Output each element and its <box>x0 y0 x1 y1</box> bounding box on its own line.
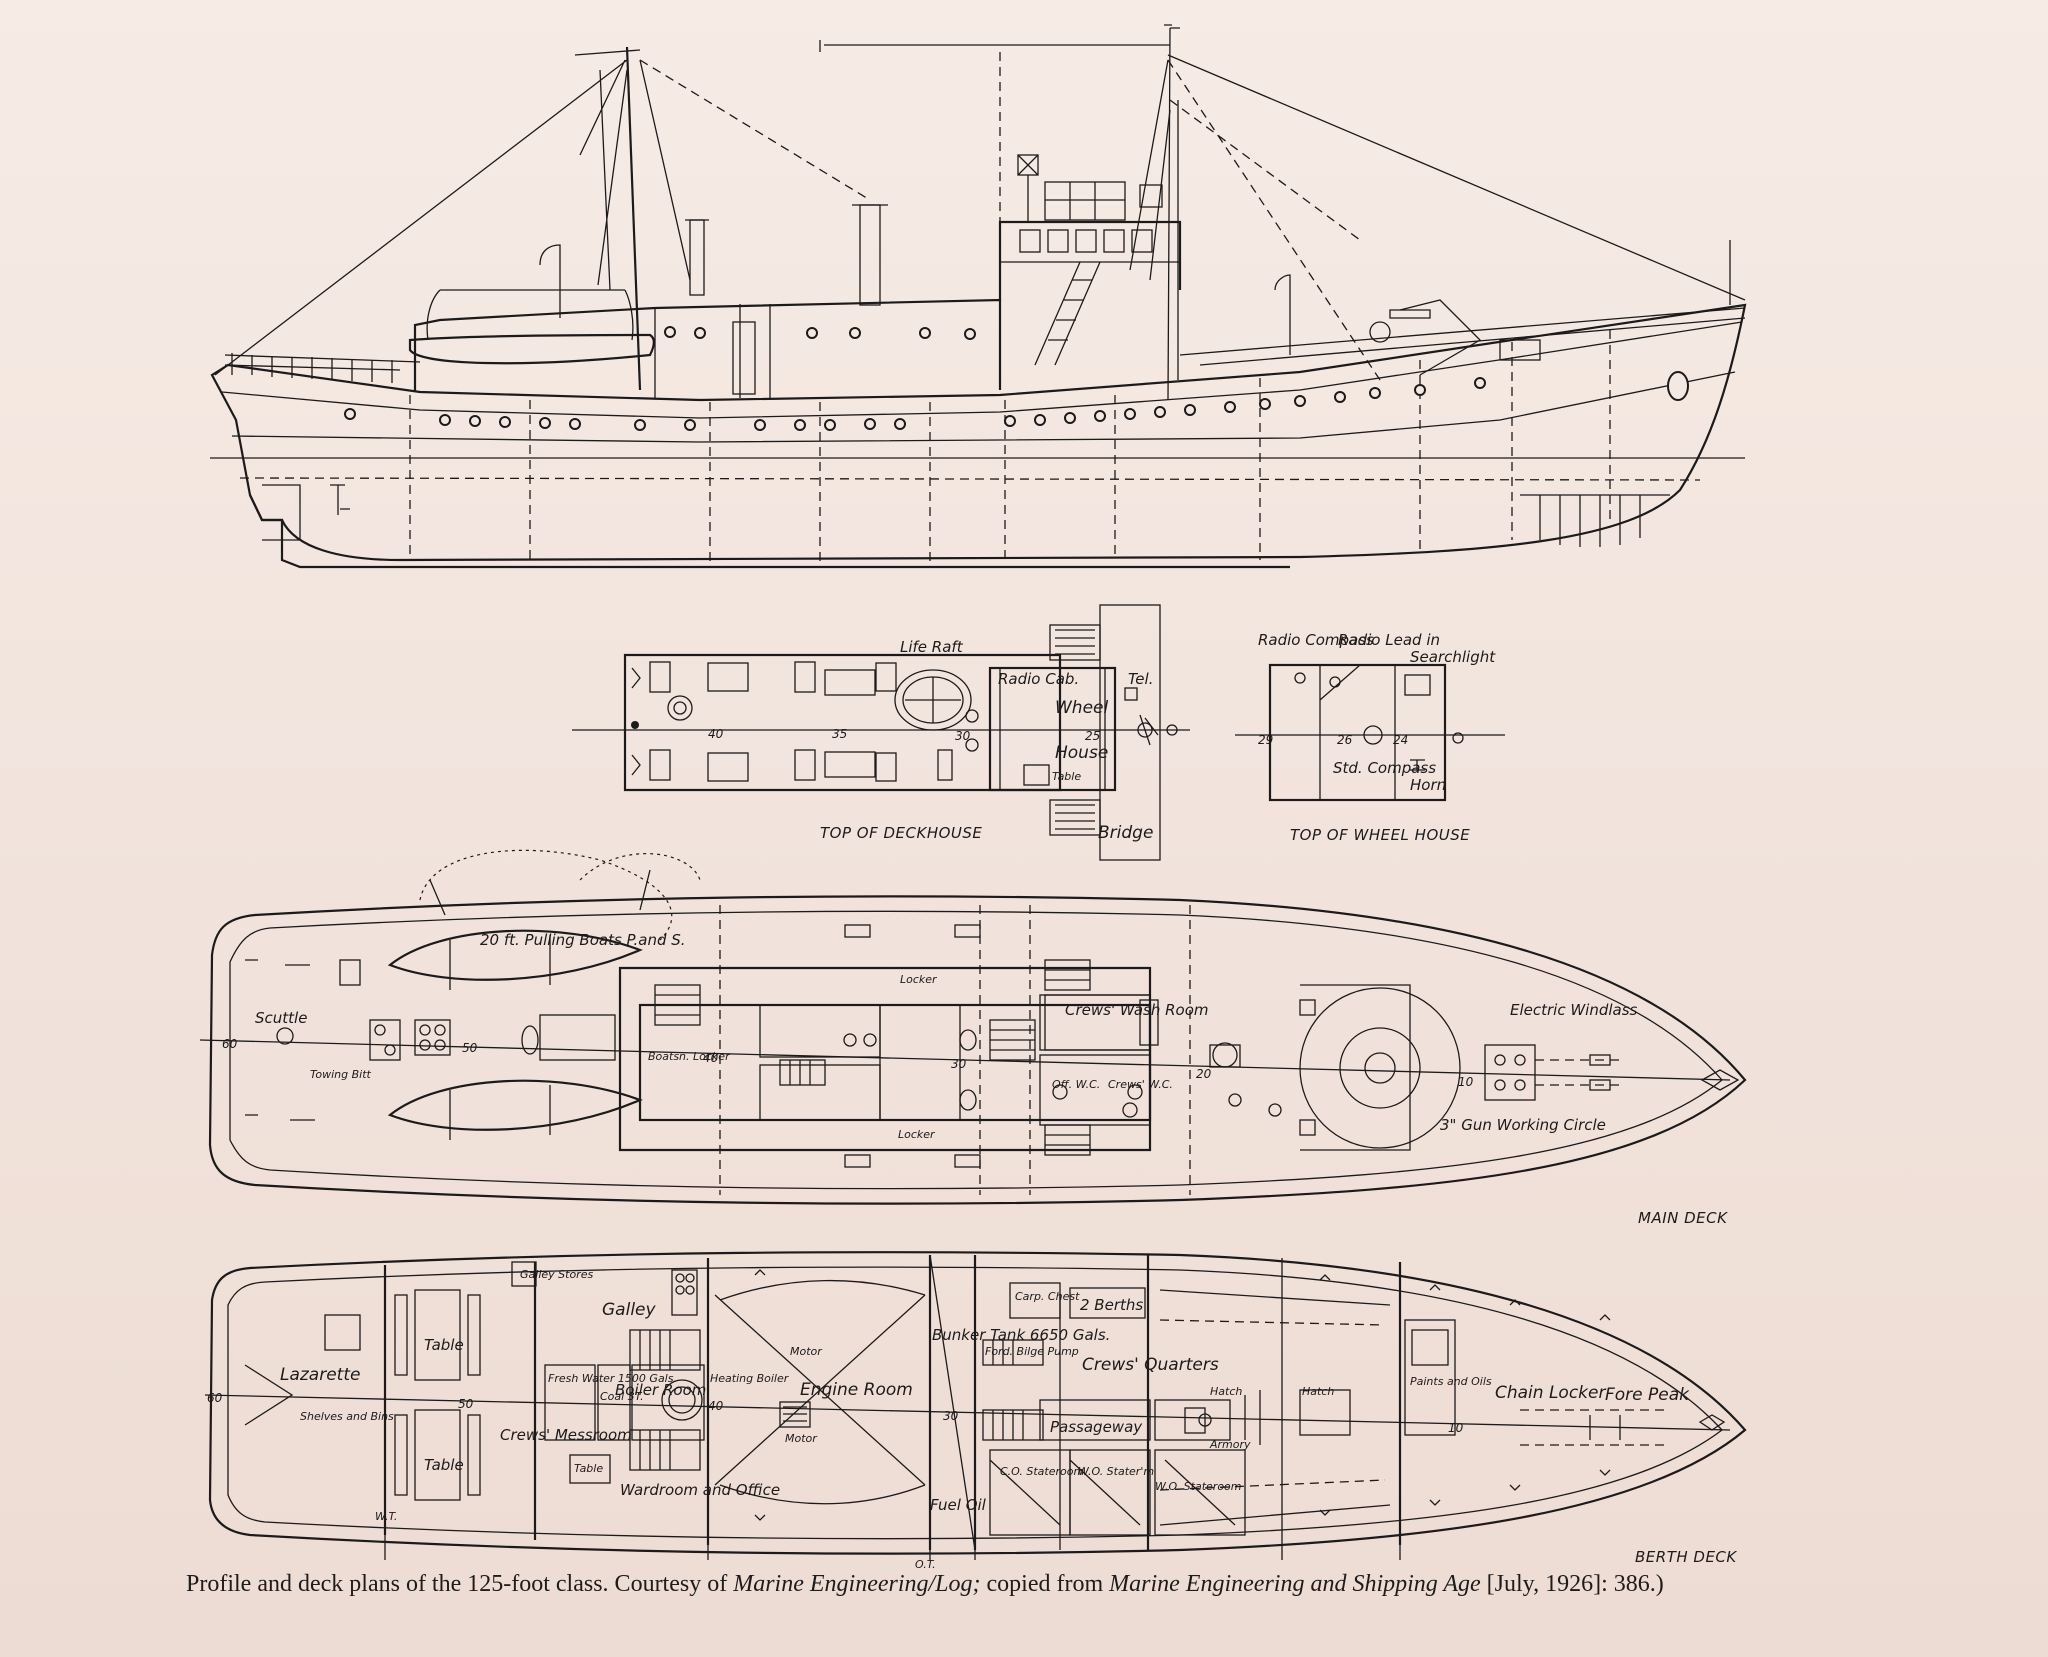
frame-35: 35 <box>832 727 847 741</box>
frame-50-berth: 50 <box>458 1397 474 1411</box>
frame-10-main: 10 <box>1458 1075 1474 1089</box>
boiler-room-label: Boiler Room <box>615 1381 706 1399</box>
motor-a-label: Motor <box>790 1345 823 1358</box>
berth-deck-plan: 60 50 40 30 10 Galley Stores Galley Laza… <box>204 1251 1747 1571</box>
frame-10-berth: 10 <box>1448 1421 1464 1435</box>
top-of-wheel-house-plan: 29 26 24 Radio Compass Radio Lead in Sea… <box>1235 631 1505 844</box>
frame-60-berth: 60 <box>207 1391 223 1405</box>
crews-messroom-label: Crews' Messroom <box>500 1426 632 1444</box>
crews-quarters-label: Crews' Quarters <box>1082 1355 1219 1375</box>
lazarette-label: Lazarette <box>280 1365 360 1385</box>
fuel-oil-label: Fuel Oil <box>930 1496 987 1514</box>
main-deck-title: MAIN DECK <box>1638 1209 1728 1227</box>
frame-60-main: 60 <box>222 1037 238 1051</box>
std-compass-label: Std. Compass <box>1333 759 1436 777</box>
frame-30-main: 30 <box>951 1057 967 1071</box>
crews-wc-label: Crews' W.C. <box>1108 1078 1173 1091</box>
frame-25: 25 <box>1085 729 1100 743</box>
top-of-deckhouse-title: TOP OF DECKHOUSE <box>820 824 982 842</box>
pulling-boats-label: 20 ft. Pulling Boats P.and S. <box>480 931 686 949</box>
searchlight-label: Searchlight <box>1410 648 1496 666</box>
two-berths-label: 2 Berths <box>1080 1296 1143 1314</box>
ot-label: O.T. <box>915 1558 936 1571</box>
chain-locker-label: Chain Locker <box>1495 1383 1606 1403</box>
carp-chest-label: Carp. Chest <box>1015 1290 1080 1303</box>
passageway-label: Passageway <box>1050 1418 1143 1436</box>
caption-text-3: [July, 1926]: 386.) <box>1480 1571 1664 1597</box>
bilge-pump-label: Ford. Bilge Pump <box>985 1345 1079 1358</box>
tel-label: Tel. <box>1128 670 1153 688</box>
galley-label: Galley <box>602 1300 656 1320</box>
electric-windlass-label: Electric Windlass <box>1510 1001 1638 1019</box>
table-label: Table <box>1052 770 1081 783</box>
frame-29: 29 <box>1258 733 1273 747</box>
frame-50-main: 50 <box>462 1041 478 1055</box>
fore-peak-label: Fore Peak <box>1605 1385 1690 1405</box>
hatch-b-label: Hatch <box>1302 1385 1334 1398</box>
life-raft-label: Life Raft <box>900 638 964 656</box>
frame-24: 24 <box>1393 733 1408 747</box>
hatch-a-label: Hatch <box>1210 1385 1242 1398</box>
wo-stateroom-b-label: W.O. Stateroom <box>1155 1480 1242 1493</box>
towing-bitt-label: Towing Bitt <box>310 1068 372 1081</box>
caption-source-1: Marine Engineering/Log; <box>733 1571 981 1597</box>
bunker-tank-label: Bunker Tank 6650 Gals. <box>932 1326 1110 1344</box>
caption-text-2: copied from <box>980 1571 1110 1597</box>
frame-20-main: 20 <box>1196 1067 1212 1081</box>
radio-lead-in-label: Radio Lead in <box>1338 631 1440 649</box>
off-wc-label: Off. W.C. <box>1052 1078 1100 1091</box>
co-stateroom-label: C.O. Stateroom <box>1000 1465 1084 1478</box>
frame-40-berth: 40 <box>708 1399 724 1413</box>
galley-stores-label: Galley Stores <box>520 1268 593 1281</box>
table-b-label: Table <box>424 1456 464 1474</box>
locker-upper-label: Locker <box>900 973 938 986</box>
wheel-label: Wheel <box>1055 698 1109 718</box>
house-label: House <box>1055 743 1108 763</box>
table-a-label: Table <box>424 1336 464 1354</box>
frame-40: 40 <box>708 727 724 741</box>
heating-boiler-label: Heating Boiler <box>710 1372 790 1385</box>
boatsn-locker-label: Boatsn. Locker <box>648 1050 731 1063</box>
figure-caption: Profile and deck plans of the 125-foot c… <box>186 1568 1746 1601</box>
top-of-wheel-house-title: TOP OF WHEEL HOUSE <box>1290 826 1470 844</box>
portholes <box>344 371 1689 431</box>
locker-lower-label: Locker <box>898 1128 936 1141</box>
horn-label: Horn <box>1410 776 1446 794</box>
top-of-deckhouse-plan: 40 35 30 25 Life Raft Radio Cab. Tel. Wh… <box>572 604 1190 861</box>
armory-label: Armory <box>1209 1438 1251 1451</box>
berth-deck-title: BERTH DECK <box>1635 1548 1737 1566</box>
caption-source-2: Marine Engineering and Shipping Age <box>1109 1571 1481 1597</box>
engine-room-label: Engine Room <box>800 1380 913 1400</box>
main-deck-plan: 60 50 40 30 20 10 20 ft. Pulling Boats P… <box>199 849 1747 1227</box>
crews-wash-room-label: Crews' Wash Room <box>1065 1001 1209 1019</box>
caption-text-1: Profile and deck plans of the 125-foot c… <box>186 1571 734 1597</box>
wo-stateroom-a-label: W.O. Stater'm <box>1078 1465 1154 1478</box>
frame-30: 30 <box>955 729 971 743</box>
frame-40-main: 40 <box>703 1051 719 1065</box>
shelves-label: Shelves and Bins <box>300 1410 394 1423</box>
profile-view <box>210 24 1747 569</box>
gun-circle-label: 3" Gun Working Circle <box>1440 1116 1606 1134</box>
frame-26: 26 <box>1337 733 1353 747</box>
radio-compass-label: Radio Compass <box>1258 631 1374 649</box>
coal-label: Coal 3T. <box>600 1390 644 1403</box>
scuttle-label: Scuttle <box>255 1009 307 1027</box>
frame-30-berth: 30 <box>943 1409 959 1423</box>
motor-b-label: Motor <box>785 1432 818 1445</box>
table-c-label: Table <box>574 1462 603 1475</box>
fresh-water-label: Fresh Water 1500 Gals. <box>548 1372 677 1385</box>
bridge-label: Bridge <box>1098 823 1153 843</box>
radio-cab-label: Radio Cab. <box>998 670 1079 688</box>
wt-label: W.T. <box>375 1510 397 1523</box>
paints-oils-label: Paints and Oils <box>1410 1375 1492 1388</box>
wardroom-label: Wardroom and Office <box>620 1481 780 1499</box>
